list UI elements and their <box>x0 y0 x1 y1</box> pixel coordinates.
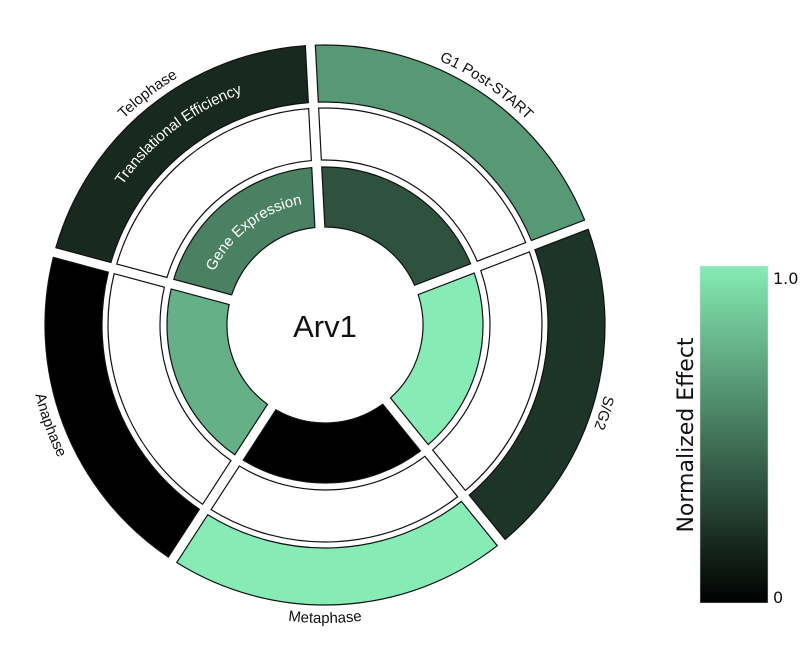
segment-ring1-g1-post-start <box>318 107 527 262</box>
colorbar <box>699 265 769 604</box>
colorbar-title: Normalized Effect <box>674 337 699 532</box>
segment-ring2-s-g2 <box>468 228 606 541</box>
center-title: Arv1 <box>293 309 357 344</box>
segment-ring2-metaphase <box>175 500 499 606</box>
segment-ring2-g1-post-start <box>314 44 586 242</box>
segment-ring2-telophase <box>55 45 309 264</box>
segment-ring0-s-g2 <box>389 272 484 446</box>
segment-ring2-anaphase <box>44 256 201 558</box>
segment-ring0-g1-post-start <box>321 166 472 287</box>
colorbar-min-label: 0 <box>773 588 783 607</box>
phase-label-metaphase: Metaphase <box>288 608 363 627</box>
colorbar-max-label: 1.0 <box>773 269 798 288</box>
segment-ring1-anaphase <box>107 272 232 506</box>
segment-ring1-s-g2 <box>431 251 543 492</box>
segment-ring0-anaphase <box>166 288 269 456</box>
segment-ring1-telophase <box>115 107 313 279</box>
segment-ring1-metaphase <box>210 455 459 543</box>
segment-ring0-telophase <box>173 166 316 296</box>
segments-group <box>44 44 606 606</box>
segment-ring0-metaphase <box>242 403 422 484</box>
